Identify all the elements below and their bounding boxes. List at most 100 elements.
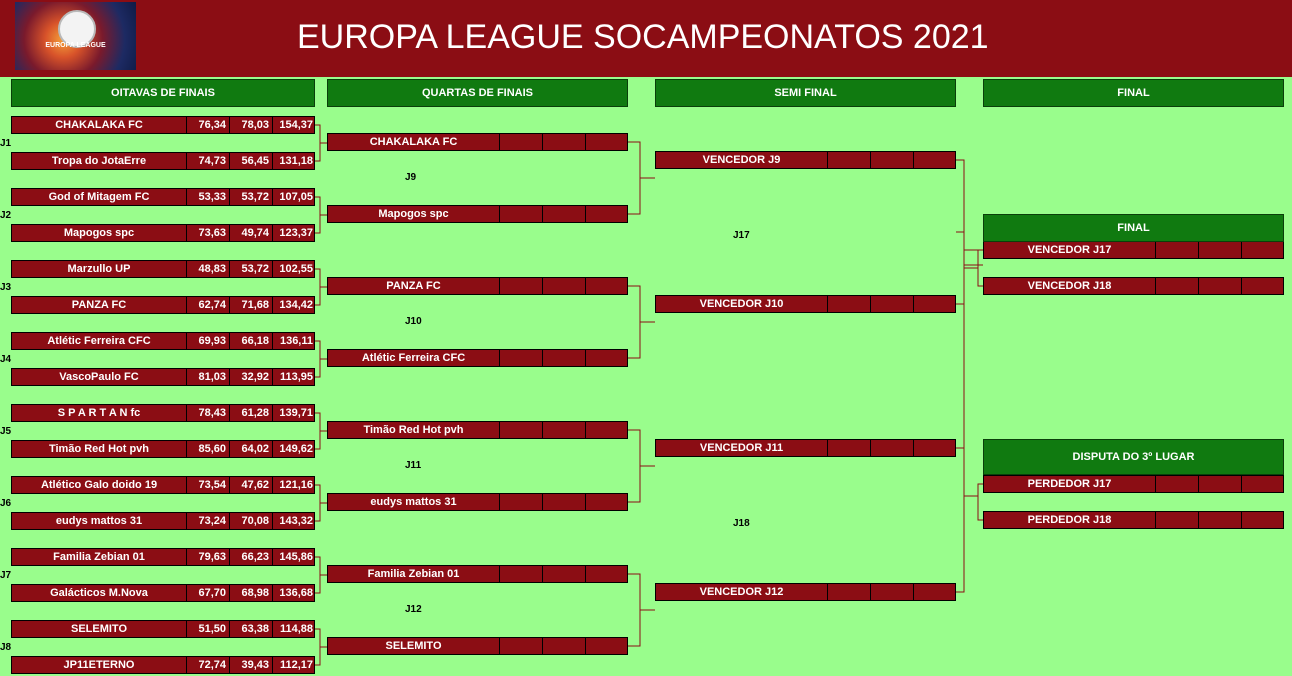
total-score: 134,42 [272,297,316,313]
score-2: 56,45 [229,153,272,169]
third-place-team-box[interactable]: PERDEDOR J17 [983,475,1284,493]
score-1 [499,638,542,654]
score-1 [827,440,870,456]
team-name: VENCEDOR J18 [1027,280,1112,292]
total-score [913,296,957,312]
team-name: PERDEDOR J17 [1027,478,1112,490]
score-1: 79,63 [186,549,229,565]
team-name: VENCEDOR J17 [1027,244,1112,256]
bracket-connector [315,196,327,234]
match-label: J7 [0,570,12,581]
score-1 [499,278,542,294]
score-1 [499,566,542,582]
score-2 [870,440,913,456]
match-label: J10 [405,316,422,327]
sf-team-box[interactable]: VENCEDOR J12 [655,583,956,601]
bracket-connector [628,573,655,647]
score-2 [1198,242,1241,258]
match-label: J1 [0,138,12,149]
qf-team-box[interactable]: eudys mattos 31 [327,493,628,511]
score-2 [1198,278,1241,294]
total-score: 139,71 [272,405,316,421]
score-1: 73,24 [186,513,229,529]
score-2: 47,62 [229,477,272,493]
score-2 [542,134,585,150]
final-team-box[interactable]: VENCEDOR J18 [983,277,1284,295]
sf-team-box[interactable]: VENCEDOR J11 [655,439,956,457]
qf-team-box[interactable]: Atlétic Ferreira CFC [327,349,628,367]
qf-team-box[interactable]: Timão Red Hot pvh [327,421,628,439]
match-label: J9 [405,172,417,183]
match-label: J8 [0,642,12,653]
score-2 [542,638,585,654]
score-2 [542,350,585,366]
sf-team-box[interactable]: VENCEDOR J9 [655,151,956,169]
score-2 [542,566,585,582]
match-label: J2 [0,210,12,221]
bracket-connector [315,556,327,594]
total-score: 113,95 [272,369,316,385]
total-score: 154,37 [272,117,316,133]
score-1 [827,152,870,168]
team-name: eudys mattos 31 [55,515,143,527]
team-name: PERDEDOR J18 [1027,514,1112,526]
qf-team-box[interactable]: CHAKALAKA FC [327,133,628,151]
team-name: CHAKALAKA FC [55,119,143,131]
team-name: S P A R T A N fc [57,407,141,419]
qf-team-box[interactable]: PANZA FC [327,277,628,295]
team-name: VENCEDOR J10 [699,298,784,310]
score-2: 61,28 [229,405,272,421]
total-score [585,278,629,294]
team-name: Marzullo UP [67,263,131,275]
bracket-connector [628,285,655,359]
match-label: J12 [405,604,422,615]
total-score [913,584,957,600]
total-score: 114,88 [272,621,316,637]
match-label: J11 [405,460,422,471]
team-name: JP11ETERNO [63,659,135,671]
team-name: Familia Zebian 01 [53,551,145,563]
bracket-connector [963,249,983,266]
sf-team-box[interactable]: VENCEDOR J10 [655,295,956,313]
score-1 [499,206,542,222]
qf-team-box[interactable]: SELEMITO [327,637,628,655]
score-1 [827,296,870,312]
header-bar: EUROPA LEAGUE EUROPA LEAGUE SOCAMPEONATO… [0,0,1292,77]
score-1: 73,63 [186,225,229,241]
score-1: 51,50 [186,621,229,637]
total-score [1241,242,1285,258]
qf-team-box[interactable]: Mapogos spc [327,205,628,223]
score-1 [499,134,542,150]
score-2 [542,494,585,510]
team-name: eudys mattos 31 [370,496,457,508]
team-name: VascoPaulo FC [59,371,139,383]
bracket-connector [315,412,327,450]
team-name: SELEMITO [385,640,442,652]
total-score [585,422,629,438]
team-name: Tropa do JotaErre [51,155,147,167]
bracket-connector [315,484,327,522]
score-2 [870,584,913,600]
round-header-sf: SEMI FINAL [655,79,956,107]
score-2: 53,72 [229,261,272,277]
score-2 [542,278,585,294]
third-place-team-box[interactable]: PERDEDOR J18 [983,511,1284,529]
qf-team-box[interactable]: Familia Zebian 01 [327,565,628,583]
team-name: PANZA FC [386,280,441,292]
